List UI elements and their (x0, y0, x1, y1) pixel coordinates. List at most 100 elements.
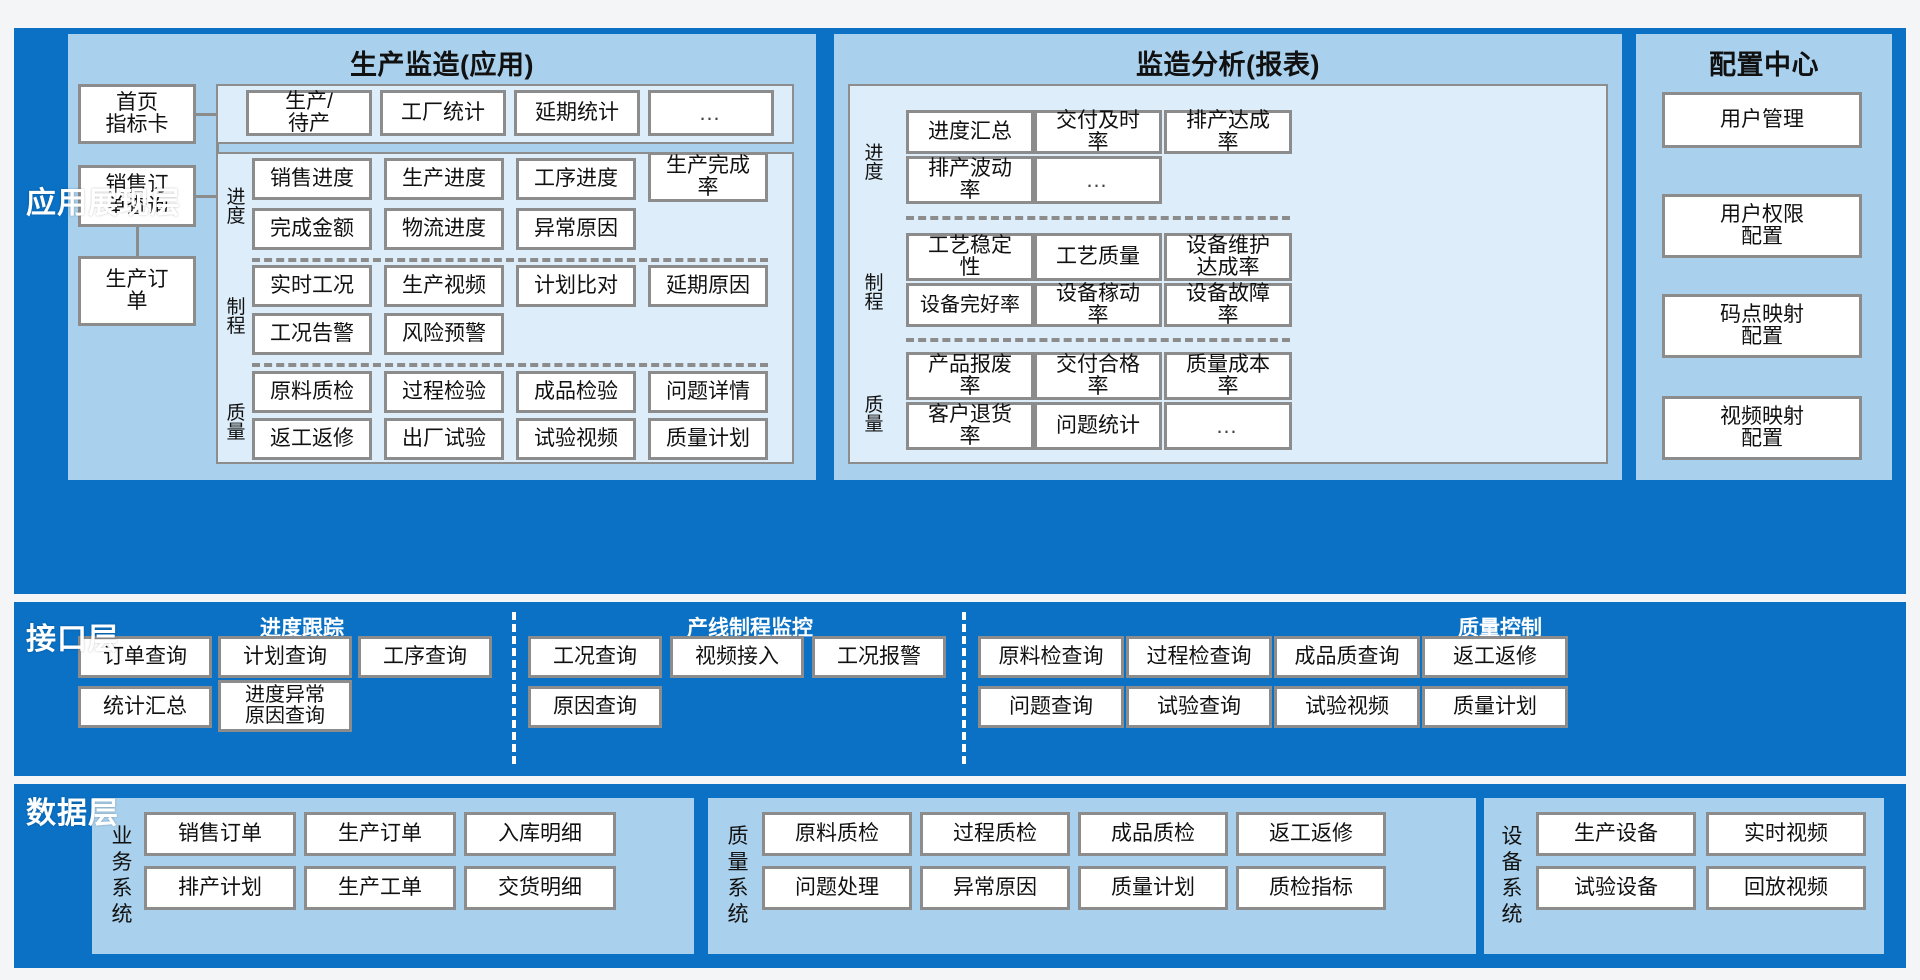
api-section-caption-progress-tracking: 进度跟踪 (260, 617, 344, 640)
node-progress-summary[interactable]: 进度汇总 (906, 110, 1034, 154)
node-reason-query[interactable]: 原因查询 (528, 686, 662, 728)
node-customer-return-rate[interactable]: 客户退货 率 (906, 402, 1034, 450)
node-realtime-condition[interactable]: 实时工况 (252, 265, 372, 307)
node-process-inspection[interactable]: 过程检验 (384, 371, 504, 413)
node-production-video[interactable]: 生产视频 (384, 265, 504, 307)
node-sales-progress[interactable]: 销售进度 (252, 158, 372, 200)
node-process-qc[interactable]: 过程质检 (920, 812, 1070, 856)
node-issue-detail[interactable]: 问题详情 (648, 371, 768, 413)
node-prod-waiting[interactable]: 生产/ 待产 (246, 90, 372, 136)
node-rework-repair-api[interactable]: 返工返修 (1422, 636, 1568, 678)
node-process-inspect-query[interactable]: 过程检查询 (1126, 636, 1272, 678)
node-raw-material-inspection[interactable]: 原料质检 (252, 371, 372, 413)
group-caption-equipment-system: 设 备 系 统 (1501, 824, 1523, 927)
node-user-management[interactable]: 用户管理 (1662, 92, 1862, 148)
node-delay-stats[interactable]: 延期统计 (514, 90, 640, 136)
node-rework-repair[interactable]: 返工返修 (252, 418, 372, 460)
node-raw-material-qc[interactable]: 原料质检 (762, 812, 912, 856)
layer-title-interface: 接口层 (26, 623, 119, 656)
group-caption-analysis-process: 制 程 (864, 273, 884, 313)
panel-title-analysis-report: 监造分析(报表) (1136, 50, 1320, 80)
node-equipment-utilization-rate[interactable]: 设备稼动 率 (1034, 282, 1162, 327)
api-section-caption-line-monitor: 产线制程监控 (687, 617, 813, 640)
node-equipment-maintenance-rate[interactable]: 设备维护 达成率 (1164, 233, 1292, 281)
node-risk-warning[interactable]: 风险预警 (384, 313, 504, 355)
node-plan-query[interactable]: 计划查询 (218, 636, 352, 678)
node-process-query[interactable]: 工序查询 (358, 636, 492, 678)
node-more-analysis-progress[interactable]: … (1034, 156, 1162, 204)
connector-home-to-group (196, 113, 218, 116)
node-order-query[interactable]: 订单查询 (78, 636, 212, 678)
node-condition-query[interactable]: 工况查询 (528, 636, 662, 678)
node-finished-qc[interactable]: 成品质检 (1078, 812, 1228, 856)
group-caption-progress: 进 度 (226, 187, 246, 227)
node-issue-statistics[interactable]: 问题统计 (1034, 402, 1162, 450)
panel-title-config-center: 配置中心 (1709, 50, 1819, 80)
node-production-order-data[interactable]: 生产订单 (304, 812, 456, 856)
node-test-video[interactable]: 试验视频 (516, 418, 636, 460)
node-sales-order-query[interactable]: 销售订 单查询 (78, 165, 196, 227)
node-schedule-achievement-rate[interactable]: 排产达成 率 (1164, 109, 1292, 154)
node-production-schedule[interactable]: 排产计划 (144, 866, 296, 910)
node-qc-indicator[interactable]: 质检指标 (1236, 866, 1386, 910)
node-factory-test[interactable]: 出厂试验 (384, 418, 504, 460)
node-playback-video[interactable]: 回放视频 (1706, 866, 1866, 910)
node-test-video-api[interactable]: 试验视频 (1274, 686, 1420, 728)
node-raw-material-inspect-query[interactable]: 原料检查询 (978, 636, 1124, 678)
node-abnormal-reason[interactable]: 异常原因 (516, 208, 636, 250)
node-progress-abnormal-reason-query[interactable]: 进度异常 原因查询 (218, 680, 352, 732)
node-delay-reason[interactable]: 延期原因 (648, 265, 768, 307)
node-finished-inspection[interactable]: 成品检验 (516, 371, 636, 413)
divider-analysis-progress-process (906, 216, 1290, 220)
node-more-top[interactable]: … (648, 90, 774, 136)
node-plan-comparison[interactable]: 计划比对 (516, 265, 636, 307)
node-sales-order[interactable]: 销售订单 (144, 812, 296, 856)
connector-sales-to-prod-order (136, 227, 139, 256)
group-caption-analysis-progress: 进 度 (864, 143, 884, 183)
node-realtime-video[interactable]: 实时视频 (1706, 812, 1866, 856)
node-home-indicator-card[interactable]: 首页 指标卡 (78, 84, 196, 144)
node-test-equipment[interactable]: 试验设备 (1536, 866, 1696, 910)
node-quality-plan-data[interactable]: 质量计划 (1078, 866, 1228, 910)
node-equipment-integrity-rate[interactable]: 设备完好率 (906, 283, 1034, 327)
node-factory-stats[interactable]: 工厂统计 (380, 90, 506, 136)
node-issue-query[interactable]: 问题查询 (978, 686, 1124, 728)
node-process-progress[interactable]: 工序进度 (516, 158, 636, 200)
node-completed-amount[interactable]: 完成金额 (252, 208, 372, 250)
node-production-equipment[interactable]: 生产设备 (1536, 812, 1696, 856)
divider-analysis-process-quality (906, 338, 1290, 342)
node-video-access[interactable]: 视频接入 (670, 636, 804, 678)
node-schedule-fluctuation-rate[interactable]: 排产波动 率 (906, 156, 1034, 204)
node-video-mapping-config[interactable]: 视频映射 配置 (1662, 396, 1862, 460)
divider-process-quality (252, 363, 768, 367)
node-logistics-progress[interactable]: 物流进度 (384, 208, 504, 250)
node-quality-plan-api[interactable]: 质量计划 (1422, 686, 1568, 728)
node-rework-repair-data[interactable]: 返工返修 (1236, 812, 1386, 856)
node-user-permission-config[interactable]: 用户权限 配置 (1662, 194, 1862, 258)
node-test-query[interactable]: 试验查询 (1126, 686, 1272, 728)
node-process-quality[interactable]: 工艺质量 (1034, 233, 1162, 281)
node-condition-alarm-api[interactable]: 工况报警 (812, 636, 946, 678)
node-abnormal-reason-data[interactable]: 异常原因 (920, 866, 1070, 910)
node-quality-cost-rate[interactable]: 质量成本 率 (1164, 352, 1292, 400)
node-inbound-detail[interactable]: 入库明细 (464, 812, 616, 856)
node-quality-plan[interactable]: 质量计划 (648, 418, 768, 460)
node-delivery-detail[interactable]: 交货明细 (464, 866, 616, 910)
group-caption-analysis-quality: 质 量 (864, 395, 884, 435)
node-delivery-ontime-rate[interactable]: 交付及时 率 (1034, 109, 1162, 154)
node-production-completion-rate[interactable]: 生产完成 率 (648, 152, 768, 202)
api-section-caption-quality-control: 质量控制 (1458, 617, 1542, 640)
node-production-work-order[interactable]: 生产工单 (304, 866, 456, 910)
node-process-stability[interactable]: 工艺稳定 性 (906, 233, 1034, 281)
node-condition-alarm[interactable]: 工况告警 (252, 313, 372, 355)
node-issue-handling[interactable]: 问题处理 (762, 866, 912, 910)
node-production-order[interactable]: 生产订 单 (78, 256, 196, 326)
node-product-scrap-rate[interactable]: 产品报废 率 (906, 352, 1034, 400)
node-code-point-mapping-config[interactable]: 码点映射 配置 (1662, 294, 1862, 358)
node-equipment-failure-rate[interactable]: 设备故障 率 (1164, 282, 1292, 327)
node-statistics-summary[interactable]: 统计汇总 (78, 686, 212, 728)
node-production-progress[interactable]: 生产进度 (384, 158, 504, 200)
node-more-analysis-quality[interactable]: … (1164, 402, 1292, 450)
node-finished-quality-query[interactable]: 成品质查询 (1274, 636, 1420, 678)
node-delivery-pass-rate[interactable]: 交付合格 率 (1034, 352, 1162, 400)
